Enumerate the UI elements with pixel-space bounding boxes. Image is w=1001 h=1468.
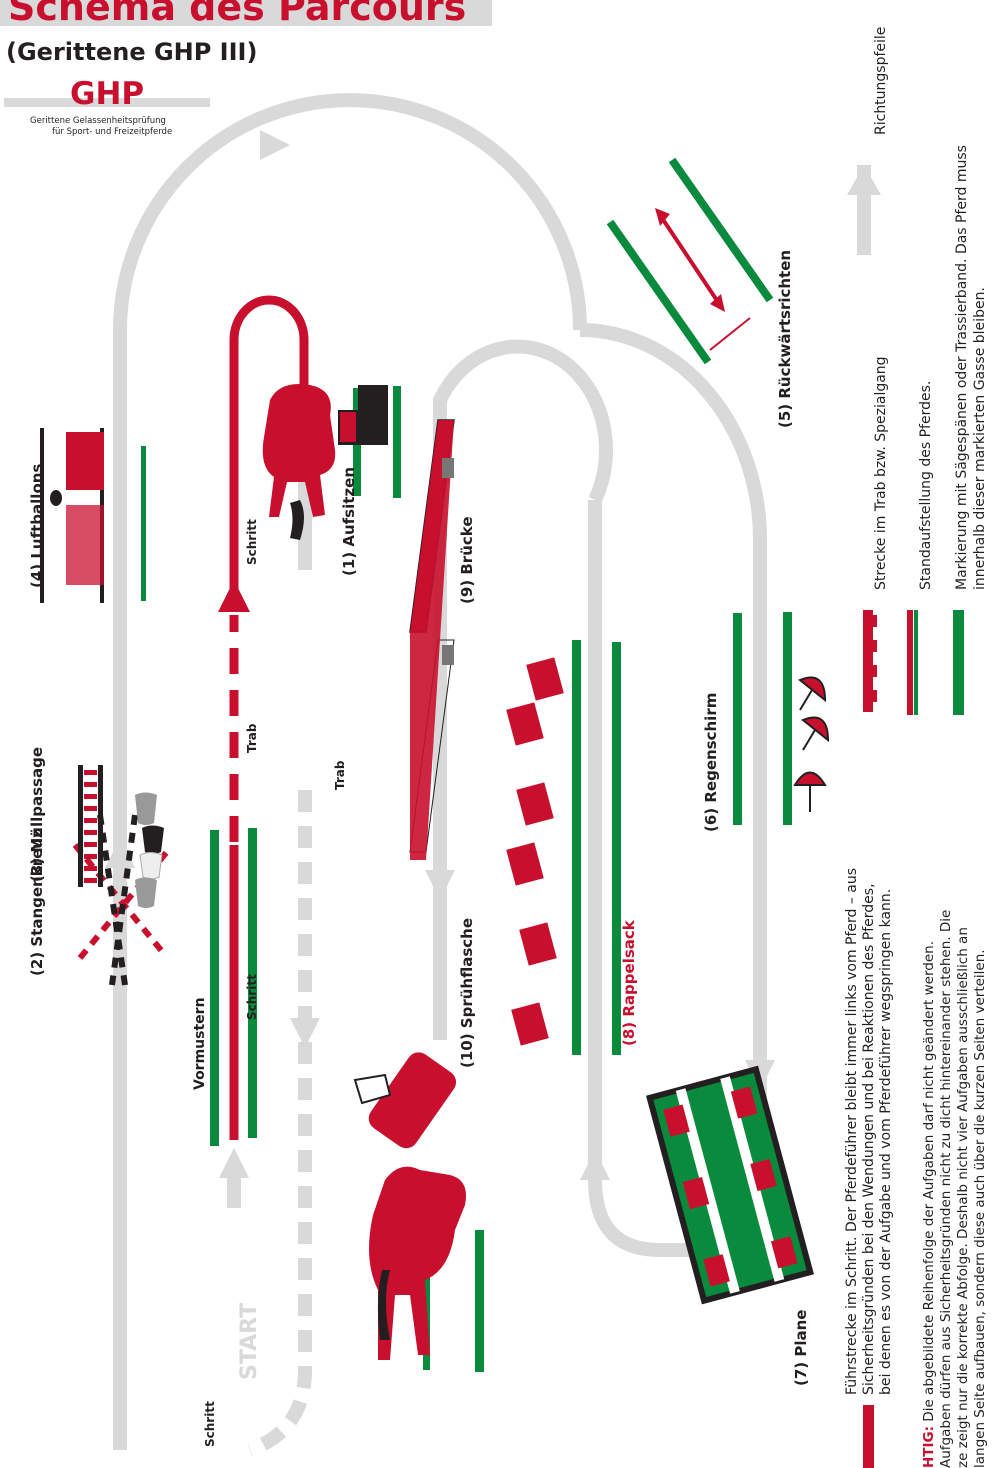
start-label: START <box>237 1303 262 1380</box>
note: HTIG: Die abgebildete Reihenfolge der Au… <box>921 910 988 1468</box>
gray-track <box>113 93 767 1457</box>
red-turn <box>229 295 309 395</box>
legend-marking-1: Markierung mit Sägespänen oder Trassierb… <box>954 145 970 590</box>
arrow-start-shaft <box>227 1178 241 1208</box>
header: Schema des Parcours (Gerittene GHP III) … <box>0 0 492 137</box>
note-line-3: ze zeigt nur die korrekte Abfolge. Desha… <box>955 927 971 1468</box>
spray-bottle-icon <box>353 1052 457 1149</box>
bridge-icon <box>409 419 455 860</box>
balloon-icon <box>40 428 104 603</box>
station-8-label: (8) Rappelsack <box>620 919 638 1046</box>
arrow-down-dashed <box>290 1018 320 1048</box>
station-1-label: (1) Aufsitzen <box>340 467 358 576</box>
green-vormustern-left <box>210 830 219 1146</box>
page-title: Schema des Parcours <box>8 0 466 29</box>
legend-marking-2: innerhalb dieser markierten Gasse bleibe… <box>972 287 988 590</box>
logo-line-2: für Sport- und Freizeitpferde <box>52 127 172 137</box>
station-labels: (1) Aufsitzen (2) Stangenkreuz (3) Müllp… <box>28 250 810 1386</box>
green-balloon-line <box>141 446 146 601</box>
tarp-icon <box>646 1065 814 1305</box>
schritt-red-top-label: Schritt <box>245 519 259 565</box>
trab-gray-label: Trab <box>333 760 347 790</box>
station-10-label: (10) Sprühflasche <box>458 918 476 1068</box>
station-3-label: (3) Müllpassage <box>28 747 46 882</box>
schritt-red-low-label: Schritt <box>245 974 259 1020</box>
legend-arrows: Richtungspfeile <box>873 27 889 135</box>
track-outer-right <box>579 323 767 1170</box>
green-rappel-right <box>612 642 621 1055</box>
green-umbrella-right <box>783 612 792 825</box>
logo-bar <box>4 98 210 107</box>
legend-fuehr-swatch <box>863 1405 874 1468</box>
horse-icon <box>369 1166 466 1360</box>
horse-icon <box>262 384 336 540</box>
green-umbrella-left <box>733 613 742 825</box>
green-spray-left <box>423 1230 430 1370</box>
green-rappel-left <box>572 640 581 1055</box>
station-2-label: (2) Stangenkreuz <box>28 829 46 976</box>
legend-fuehr-1: Führstrecke im Schritt. Der Pferdeführer… <box>844 868 860 1395</box>
arrow-up-left <box>105 838 135 868</box>
green-markings <box>141 386 792 1372</box>
arrow-start <box>219 1148 249 1178</box>
station-4-label: (4) Luftballons <box>28 464 46 588</box>
vormustern-label: Vormustern <box>192 997 208 1090</box>
arrow-up-middle <box>580 1150 610 1180</box>
legend-marking-swatch <box>953 610 964 715</box>
green-vormustern-right <box>248 828 257 1138</box>
direction-arrows <box>105 130 775 1208</box>
pole-cross-icon <box>72 814 173 986</box>
legend-fuehr-3: bei denen es von der Aufgabe und vom Pfe… <box>878 889 894 1395</box>
station-7-label: (7) Plane <box>792 1310 810 1386</box>
trash-gate-icon <box>78 765 103 887</box>
red-path <box>229 295 309 1140</box>
station-9-label: (9) Brücke <box>458 516 476 604</box>
legend: Richtungspfeile Strecke im Trab bzw. Spe… <box>844 27 988 1468</box>
station-6-label: (6) Regenschirm <box>702 693 720 832</box>
station-5-label: (5) Rückwärtsrichten <box>776 250 794 428</box>
legend-arrow-head <box>847 165 881 195</box>
legend-stand: Standaufstellung des Pferdes. <box>918 381 934 590</box>
note-line-2: Aufgaben dürfen aus Sicherheitsgründen n… <box>938 910 954 1468</box>
logo-mark: GHP <box>70 76 144 112</box>
track-labels: START Vormustern Schritt Trab Schritt Tr… <box>192 519 347 1447</box>
arrow-right-top <box>260 130 290 160</box>
mounting-block-icon <box>338 385 388 445</box>
note-line-1: HTIG: Die abgebildete Reihenfolge der Au… <box>921 941 937 1468</box>
schritt-bottom-label: Schritt <box>203 1401 217 1447</box>
track-outer-left <box>113 93 587 1450</box>
track-bridge-loop <box>433 339 614 1040</box>
green-spray-right <box>475 1230 484 1372</box>
legend-stand-red <box>907 610 913 715</box>
legend-trab: Strecke im Trab bzw. Spezialgang <box>873 356 889 590</box>
legend-trab-swatch <box>863 610 877 712</box>
page-subtitle: (Gerittene GHP III) <box>6 38 257 66</box>
red-arrow <box>218 580 250 612</box>
umbrella-icon <box>793 676 830 812</box>
trash-bag-icon <box>135 792 164 908</box>
track-dashed-gray <box>247 790 312 1457</box>
arrow-down-bridge <box>425 870 455 900</box>
legend-fuehr-2: Sicherheitsgründen bei den Wendungen und… <box>861 883 877 1395</box>
legend-stand-green <box>914 610 918 715</box>
title-bar <box>0 0 492 26</box>
logo-line-1: Gerittene Gelassenheitsprüfung <box>30 116 166 126</box>
rattle-sack-icon <box>504 656 566 1047</box>
green-aufsitzen-right <box>393 386 401 498</box>
backing-lane <box>606 157 774 365</box>
trab-red-label: Trab <box>245 723 259 753</box>
note-line-4: langen Seite aufbauen, sondern diese auc… <box>972 949 988 1468</box>
